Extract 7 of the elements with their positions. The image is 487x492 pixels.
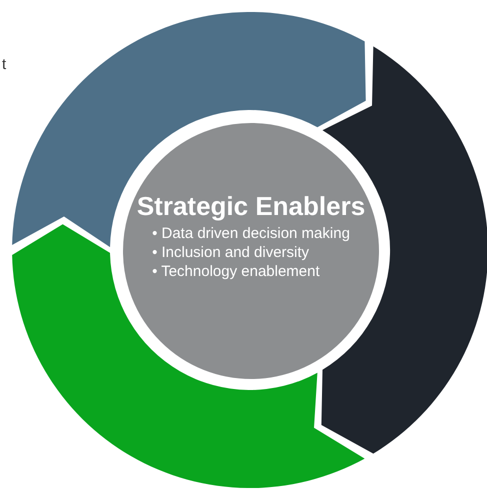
bullet-item: • Data driven decision making xyxy=(152,224,350,243)
ring-arrow-segment xyxy=(12,12,366,248)
ring-arrow-segment xyxy=(12,224,365,488)
bullet-item: • Inclusion and diversity xyxy=(152,243,310,262)
heading: Strategic Enablers xyxy=(136,191,366,222)
bullet-item: • Technology enablement xyxy=(152,262,321,281)
text-fragment: t xyxy=(2,56,6,73)
